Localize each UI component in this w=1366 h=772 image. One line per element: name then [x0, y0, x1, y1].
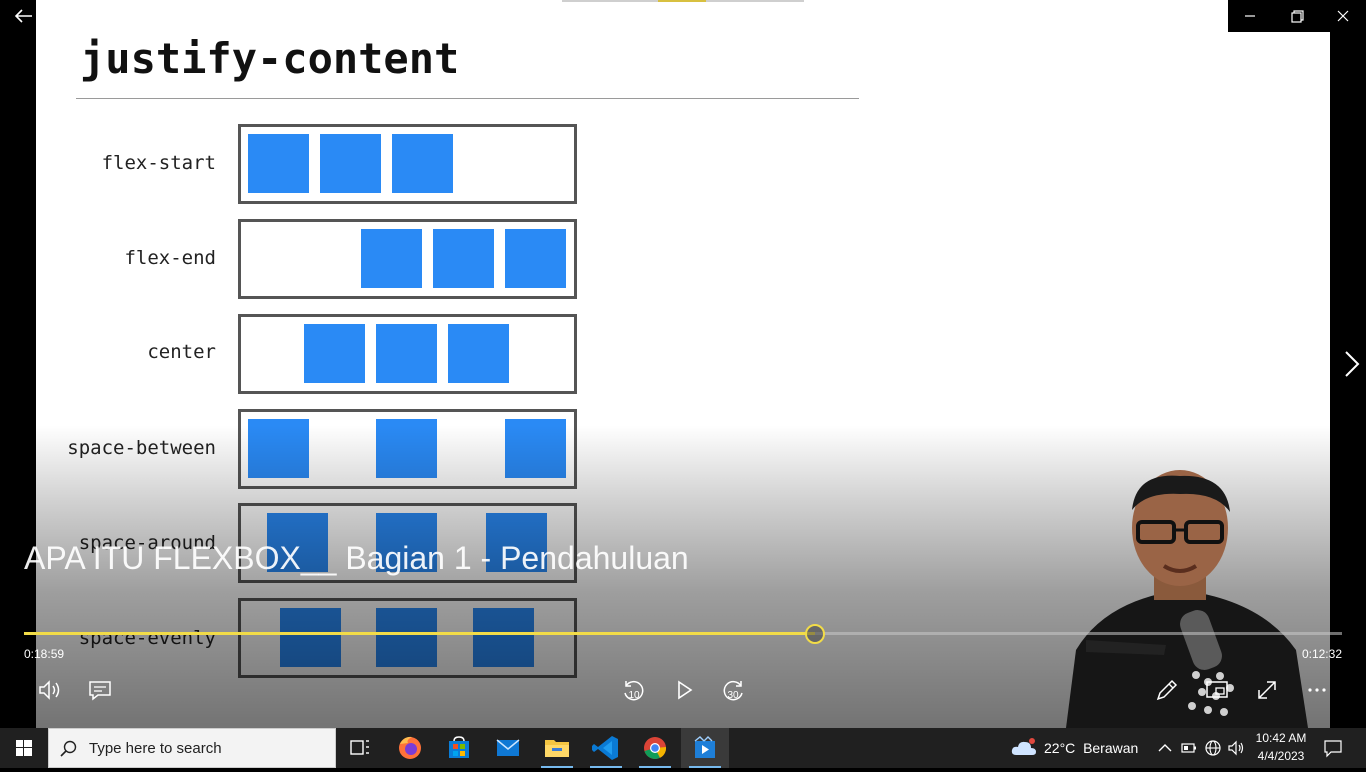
weather-temperature: 22°C: [1044, 740, 1076, 756]
battery-icon[interactable]: [1179, 738, 1199, 758]
captions-icon[interactable]: [86, 676, 114, 704]
file-explorer-icon[interactable]: [533, 728, 581, 768]
demo-box-flex-end: [238, 219, 577, 299]
video-frame[interactable]: justify-content flex-start flex-end cent…: [36, 0, 1330, 728]
chrome-icon[interactable]: [631, 728, 679, 768]
minimize-icon[interactable]: [1232, 4, 1268, 28]
cloudy-weather-icon[interactable]: [1010, 736, 1038, 760]
windows-start-icon[interactable]: [0, 728, 48, 768]
demo-label-flex-end: flex-end: [124, 247, 216, 269]
remaining-time: 0:12:32: [1301, 647, 1342, 661]
demo-box-flex-start: [238, 124, 577, 204]
demo-label-center: center: [147, 341, 216, 363]
video-title: APA ITU FLEXBOX__ Bagian 1 - Pendahuluan: [24, 540, 689, 576]
firefox-icon[interactable]: [386, 728, 434, 768]
flex-item: [304, 324, 365, 383]
skip-back-label: 10: [628, 690, 640, 701]
clock-date[interactable]: 4/4/2023: [1257, 749, 1305, 763]
speaker-icon[interactable]: [1226, 738, 1246, 758]
flex-item: [433, 229, 494, 288]
vscode-icon[interactable]: [582, 728, 630, 768]
demo-box-space-evenly: [238, 598, 577, 678]
demo-box-center: [238, 314, 577, 394]
flex-item: [248, 419, 309, 478]
mail-icon[interactable]: [484, 728, 532, 768]
fullscreen-icon[interactable]: [1253, 676, 1281, 704]
slide-title: justify-content: [80, 34, 460, 83]
flex-item: [376, 324, 437, 383]
flex-item: [376, 419, 437, 478]
clock-time[interactable]: 10:42 AM: [1255, 731, 1307, 745]
flex-item: [361, 229, 422, 288]
seek-bar-progress: [24, 632, 815, 635]
demo-label-space-between: space-between: [67, 437, 216, 459]
window-controls: [1228, 0, 1366, 32]
weather-description: Berawan: [1083, 740, 1139, 756]
search-icon: [60, 740, 77, 757]
play-icon[interactable]: [670, 676, 698, 704]
task-view-icon[interactable]: [336, 728, 384, 768]
back-arrow-icon[interactable]: [10, 4, 38, 28]
chevron-up-icon[interactable]: [1155, 738, 1175, 758]
next-video-chevron-icon[interactable]: [1340, 348, 1364, 380]
demo-label-space-evenly: space-evenly: [78, 627, 216, 649]
taskbar-search-box[interactable]: Type here to search: [48, 728, 336, 768]
demo-box-space-between: [238, 409, 577, 489]
mini-view-icon[interactable]: [1203, 676, 1231, 704]
slide-top-strip-accent: [658, 0, 706, 2]
weather-widget[interactable]: 22°C Berawan: [1044, 740, 1138, 756]
flex-item: [376, 608, 437, 667]
running-indicator: [541, 766, 573, 768]
microsoft-store-icon[interactable]: [435, 728, 483, 768]
running-indicator: [689, 766, 721, 768]
search-placeholder: Type here to search: [89, 740, 222, 757]
skip-back-icon[interactable]: 10: [619, 676, 647, 704]
running-indicator: [590, 766, 622, 768]
flex-item: [473, 608, 534, 667]
pencil-icon[interactable]: [1153, 676, 1181, 704]
flex-item: [280, 608, 341, 667]
skip-forward-label: 30: [727, 690, 739, 701]
network-globe-icon[interactable]: [1203, 738, 1223, 758]
running-indicator: [639, 766, 671, 768]
flex-item: [505, 229, 566, 288]
close-icon[interactable]: [1325, 4, 1361, 28]
flex-item: [505, 419, 566, 478]
movies-tv-icon[interactable]: [681, 728, 729, 768]
flex-item: [448, 324, 509, 383]
title-divider: [76, 98, 859, 99]
notification-center-icon[interactable]: [1323, 738, 1343, 758]
demo-label-flex-start: flex-start: [101, 152, 216, 174]
seek-bar-thumb[interactable]: [804, 624, 825, 644]
skip-forward-icon[interactable]: 30: [720, 676, 748, 704]
taskbar: Type here to search: [0, 728, 1366, 768]
presenter-image: [1066, 470, 1308, 728]
elapsed-time: 0:18:59: [24, 647, 65, 661]
restore-icon[interactable]: [1279, 4, 1315, 28]
flex-item: [320, 134, 381, 193]
flex-item: [392, 134, 453, 193]
volume-icon[interactable]: [36, 676, 64, 704]
flex-item: [248, 134, 309, 193]
more-options-icon[interactable]: [1303, 676, 1331, 704]
